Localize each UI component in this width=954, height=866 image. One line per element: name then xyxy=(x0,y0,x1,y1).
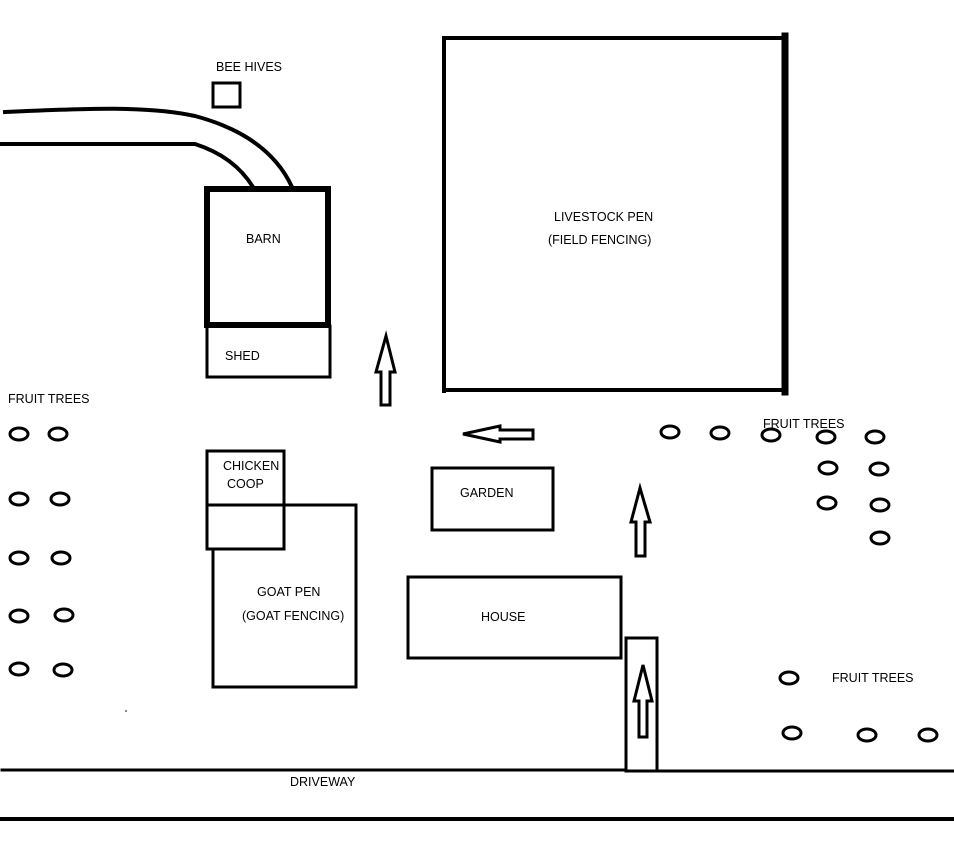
livestock-pen-label: LIVESTOCK PEN xyxy=(554,210,653,224)
garden-label: GARDEN xyxy=(460,486,513,500)
fruit-tree xyxy=(760,427,782,443)
driveway xyxy=(0,768,954,821)
chicken-coop-label-line2: COOP xyxy=(227,477,264,491)
goat-pen-label: GOAT PEN xyxy=(257,585,320,599)
shed-building xyxy=(205,324,332,379)
lane-to-barn xyxy=(0,106,295,190)
fruit-tree xyxy=(49,491,71,507)
right-orchard-top xyxy=(659,424,891,546)
fruit-tree xyxy=(47,426,69,442)
fruit-tree xyxy=(817,460,839,476)
arrow-up-barn-icon xyxy=(374,330,397,407)
fruit-trees-left-label: FRUIT TREES xyxy=(8,392,90,406)
chicken-coop-label-line1: CHICKEN xyxy=(223,459,279,473)
fruit-trees-right-bottom-label: FRUIT TREES xyxy=(832,671,914,685)
fruit-tree xyxy=(869,497,891,513)
livestock-pen xyxy=(442,32,789,396)
garden-bed xyxy=(430,466,555,532)
arrow-up-garden-icon xyxy=(629,482,653,558)
goat-pen-fencing-label: (GOAT FENCING) xyxy=(242,609,344,623)
fruit-tree xyxy=(856,727,878,743)
fruit-tree xyxy=(778,670,800,686)
shed-label: SHED xyxy=(225,349,260,363)
bee-hives-label: BEE HIVES xyxy=(216,60,282,74)
barn-label: BARN xyxy=(246,232,281,246)
fruit-tree xyxy=(8,608,30,624)
fruit-tree xyxy=(709,425,731,441)
fruit-tree xyxy=(781,725,803,741)
right-orchard-bottom xyxy=(778,670,939,743)
stray-mark xyxy=(125,710,127,712)
fruit-tree xyxy=(868,461,890,477)
driveway-label: DRIVEWAY xyxy=(290,775,356,789)
fruit-tree xyxy=(659,424,681,440)
fruit-tree xyxy=(917,727,939,743)
fruit-tree xyxy=(50,550,72,566)
fruit-tree xyxy=(8,550,30,566)
house-building xyxy=(406,575,623,660)
walkway xyxy=(624,636,659,773)
fruit-tree xyxy=(8,491,30,507)
fruit-tree xyxy=(815,429,837,445)
bee-hive-box xyxy=(211,81,242,109)
fruit-tree xyxy=(816,495,838,511)
left-orchard xyxy=(8,426,75,678)
fruit-trees-right-top-label: FRUIT TREES xyxy=(763,417,845,431)
fruit-tree xyxy=(8,426,30,442)
arrow-up-walkway-icon xyxy=(632,664,654,739)
house-label: HOUSE xyxy=(481,610,525,624)
livestock-pen-fencing-label: (FIELD FENCING) xyxy=(548,233,651,247)
arrow-left-garden-icon xyxy=(462,424,535,444)
barn-building xyxy=(204,186,331,328)
fruit-tree xyxy=(53,607,75,623)
chicken-coop xyxy=(205,449,286,551)
goat-pen xyxy=(211,503,358,689)
fruit-tree xyxy=(864,429,886,445)
fruit-tree xyxy=(52,662,74,678)
fruit-tree xyxy=(869,530,891,546)
fruit-tree xyxy=(8,661,30,677)
